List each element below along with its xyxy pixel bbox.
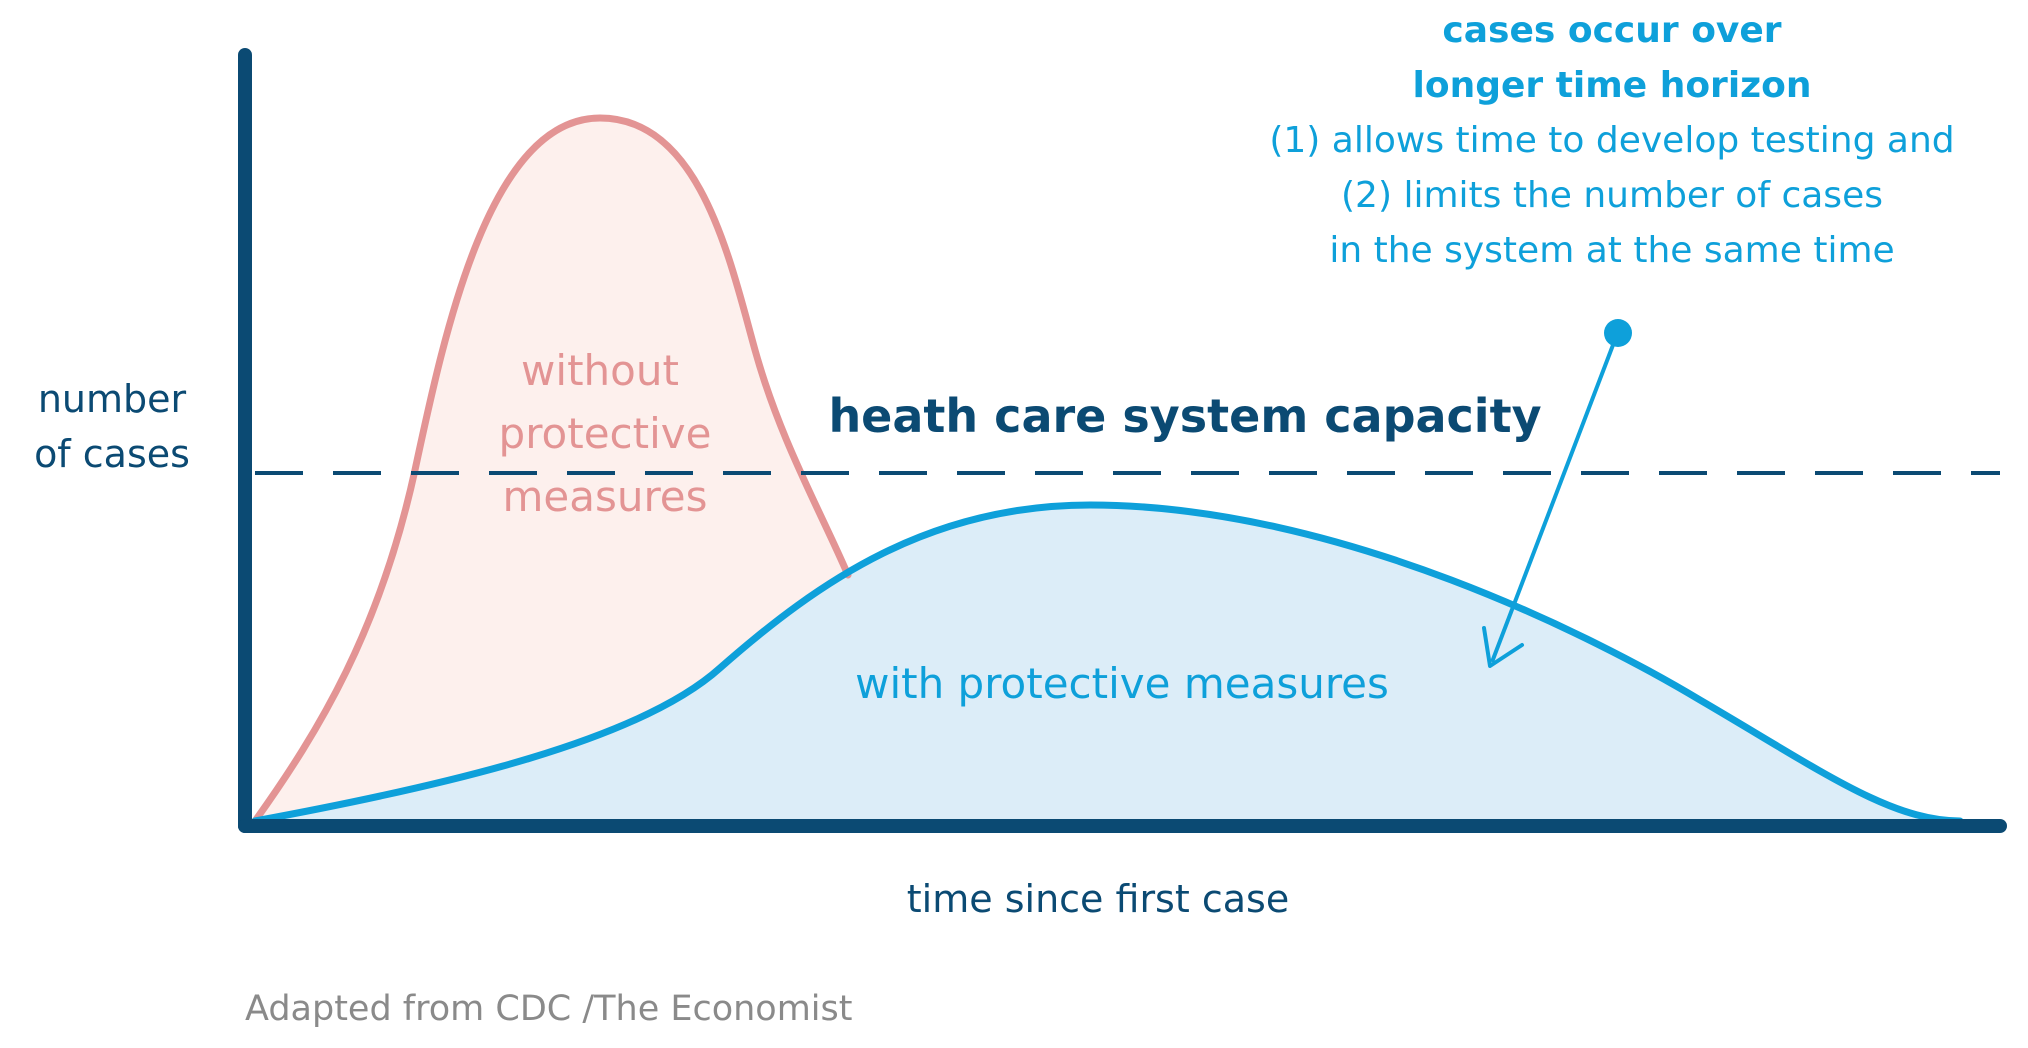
pointer-dot (1604, 319, 1632, 347)
pointer-arrowhead (1482, 626, 1524, 668)
y-axis-label-line-1: number (38, 377, 187, 421)
without-label-line-3: measures (502, 472, 707, 521)
annotation-line-3: in the system at the same time (1329, 230, 1894, 271)
without-label-line-2: protective (499, 409, 712, 458)
with-measures-curve (251, 501, 1964, 825)
without-label-line-1: without (521, 346, 679, 395)
annotation-line-1: (1) allows time to develop testing and (1269, 120, 1954, 161)
annotation-bold-line-1: cases occur over (1442, 10, 1781, 51)
x-axis-label: time since first case (907, 877, 1289, 921)
pointer-line (1490, 344, 1615, 663)
source-credit: Adapted from CDC /The Economist (245, 989, 853, 1029)
annotation-line-2: (2) limits the number of cases (1341, 175, 1883, 216)
capacity-label: heath care system capacity (828, 389, 1541, 443)
y-axis-label-line-2: of cases (34, 432, 190, 476)
dot-arrow-icon (1482, 319, 1632, 668)
with-label: with protective measures (855, 659, 1389, 708)
annotation-bold-line-2: longer time horizon (1413, 65, 1812, 106)
with-measures-area (255, 505, 1960, 821)
without-measures-curve (251, 114, 852, 825)
without-measures-area (255, 118, 848, 821)
